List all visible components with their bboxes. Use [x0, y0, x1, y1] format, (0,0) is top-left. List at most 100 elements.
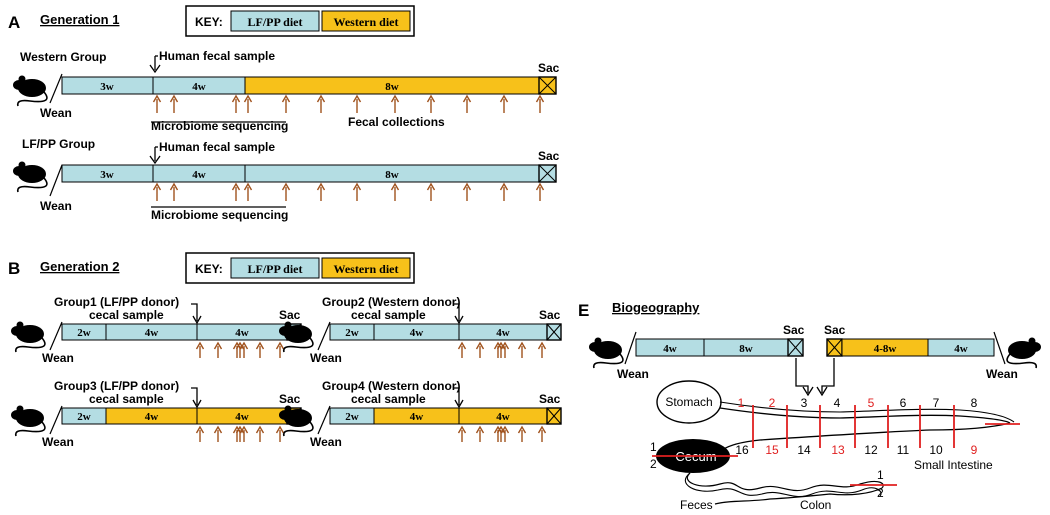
- seg-label: 8w: [385, 169, 399, 181]
- si-segment-number: 4: [834, 396, 841, 410]
- sac-label: Sac: [539, 308, 561, 322]
- sac-box: [826, 338, 843, 357]
- western-group-label: Western Group: [20, 50, 106, 64]
- panel-b-letter: B: [8, 259, 20, 278]
- colon-label: Colon: [800, 498, 831, 512]
- key-a-western-swatch: [321, 10, 411, 32]
- key-b-western-label: Western diet: [334, 262, 399, 276]
- collection-arrow: [316, 182, 326, 201]
- si-segment-number: 7: [933, 396, 940, 410]
- wean-label: Wean: [40, 106, 72, 120]
- seg-label: 4w: [192, 169, 206, 181]
- si-segment-number: 10: [929, 443, 943, 457]
- seg-label: 2w: [77, 411, 91, 423]
- seg-label: 8w: [739, 343, 753, 355]
- collection-arrow: [475, 425, 485, 442]
- collection-arrow: [352, 182, 362, 201]
- wean-label: Wean: [42, 351, 74, 365]
- collection-arrows: [152, 182, 545, 201]
- collection-arrow: [475, 341, 485, 358]
- seg-label: 4w: [410, 327, 424, 339]
- key-b: KEY: LF/PP diet Western diet: [185, 252, 415, 284]
- colon-shape: [686, 472, 884, 505]
- sac-label: Sac: [279, 392, 301, 406]
- collection-arrow: [243, 94, 253, 113]
- collection-arrow: [426, 182, 436, 201]
- seg-label: 4w: [663, 343, 677, 355]
- cecal-sample-label: cecal sample: [89, 308, 164, 322]
- si-segment-number: 3: [801, 396, 808, 410]
- collection-arrow: [462, 94, 472, 113]
- collection-arrow: [390, 94, 400, 113]
- si-segment-number: 15: [765, 443, 779, 457]
- panel-a-heading: Generation 1: [40, 12, 119, 27]
- sac-box: [546, 323, 562, 341]
- mouse-icon: [12, 74, 48, 107]
- seg-label: 2w: [345, 411, 359, 423]
- timeline-seg-4w: [927, 338, 995, 357]
- collection-arrow: [500, 425, 510, 442]
- sac-label: Sac: [539, 392, 561, 406]
- collection-arrow: [390, 182, 400, 201]
- sac-label: Sac: [538, 61, 560, 75]
- si-segment-number: 5: [868, 396, 875, 410]
- collection-arrow: [462, 182, 472, 201]
- mouse-icon: [12, 160, 48, 193]
- collection-arrow: [239, 425, 249, 442]
- mouse-icon: [10, 404, 46, 437]
- wean-label: Wean: [310, 435, 342, 449]
- key-b-western-swatch: [321, 257, 411, 279]
- si-segment-number: 2: [769, 396, 776, 410]
- si-segment-number: 13: [831, 443, 845, 457]
- cecal-sample-label: cecal sample: [89, 392, 164, 406]
- group-label: Group2 (Western donor): [322, 295, 460, 309]
- cecal-sample-label: cecal sample: [351, 392, 426, 406]
- si-segment-number: 11: [897, 443, 910, 457]
- collection-arrow: [169, 182, 179, 201]
- seg-label: 2w: [77, 327, 91, 339]
- group-label: Group4 (Western donor): [322, 379, 460, 393]
- human-fecal-label: Human fecal sample: [159, 49, 275, 63]
- small-intestine-upper: [719, 407, 1011, 424]
- si-segment-number: 14: [797, 443, 811, 457]
- panel-e-heading: Biogeography: [612, 300, 700, 315]
- collection-arrow: [499, 94, 509, 113]
- panel-b-heading: Generation 2: [40, 259, 119, 274]
- cecum-number: 2: [650, 457, 657, 471]
- collection-arrow: [499, 182, 509, 201]
- collection-arrow: [275, 341, 285, 358]
- sac-box: [538, 164, 557, 183]
- cecal-sample-label: cecal sample: [351, 308, 426, 322]
- collection-arrow: [195, 425, 205, 442]
- collection-arrow: [517, 425, 527, 442]
- gut-diagram: Stomach Cecum 1 2 1 2 Feces Colon Small …: [650, 380, 1020, 512]
- collection-arrow: [255, 341, 265, 358]
- seg-label: 4w: [145, 327, 159, 339]
- key-b-title: KEY:: [195, 262, 223, 276]
- key-a-title: KEY:: [195, 15, 223, 29]
- seg-label: 4w: [192, 81, 206, 93]
- collection-arrow: [195, 341, 205, 358]
- cecum-number: 1: [650, 440, 657, 454]
- collection-arrow: [500, 341, 510, 358]
- panel-e-letter: E: [578, 301, 589, 320]
- seg-label: 4w: [235, 327, 249, 339]
- key-b-lfpp-swatch: [230, 257, 320, 279]
- si-segment-number: 9: [971, 443, 978, 457]
- key-a-lfpp-swatch: [230, 10, 320, 32]
- seg-label: 4w: [235, 411, 249, 423]
- sac-box: [787, 338, 804, 357]
- collection-arrow: [169, 94, 179, 113]
- collection-arrow: [239, 341, 249, 358]
- collection-arrow: [517, 341, 527, 358]
- microbiome-label: Microbiome sequencing: [151, 208, 288, 222]
- wean-label: Wean: [310, 351, 342, 365]
- mouse-icon: [10, 320, 46, 353]
- collection-arrow: [152, 94, 162, 113]
- collection-arrow: [457, 341, 467, 358]
